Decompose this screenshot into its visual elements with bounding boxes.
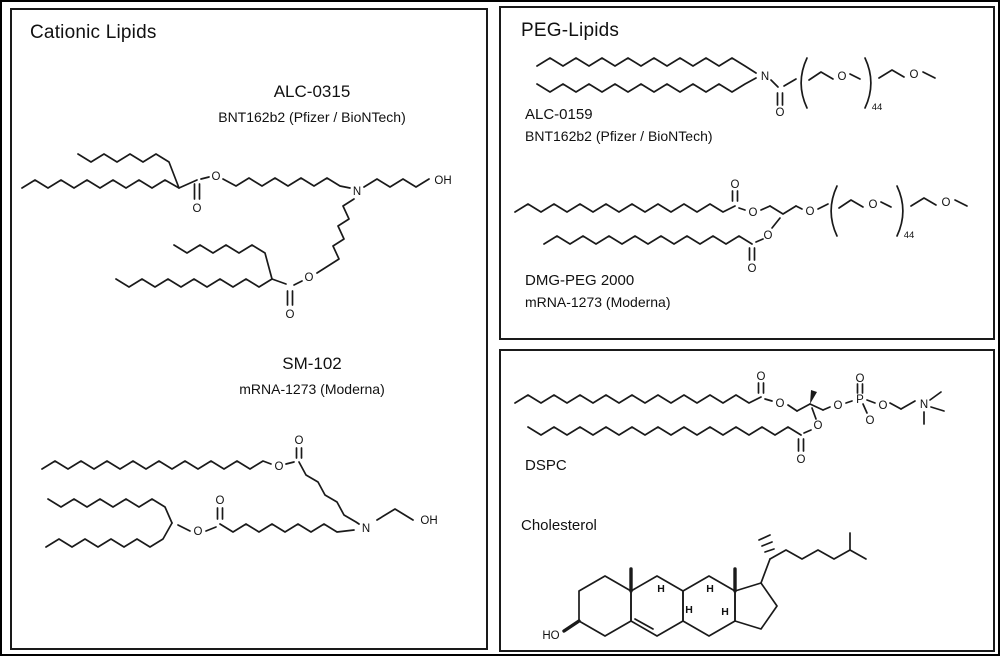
atom-o: O	[764, 230, 773, 242]
bonds	[21, 153, 430, 306]
atom-o: O	[797, 454, 806, 466]
atom-labels: HO H H H H	[542, 583, 728, 642]
atom-o: O	[856, 373, 865, 385]
atom-labels: N O O 44 O	[761, 69, 919, 119]
atom-o: O	[305, 272, 314, 284]
bonds	[562, 532, 867, 637]
steroid-ring-d	[734, 582, 778, 630]
bonds	[536, 57, 936, 109]
peg-repeat-count: 44	[872, 102, 883, 113]
atom-h: H	[657, 583, 665, 595]
alc-0315-subtitle: BNT162b2 (Pfizer / BioNTech)	[218, 109, 406, 125]
cholesterol-label: Cholesterol	[521, 517, 597, 534]
atom-h: H	[721, 606, 729, 618]
atom-o: O	[748, 263, 757, 275]
atom-o: O	[806, 206, 815, 218]
sm-102-header: SM-102 mRNA-1273 (Moderna)	[142, 354, 482, 397]
bonds	[514, 382, 945, 452]
atom-o: O	[838, 71, 847, 83]
panel-structural-lipids: O O O O O P O O O N DSPC Cholesterol	[499, 349, 995, 652]
atom-o: O	[869, 199, 878, 211]
alc-0315-header: ALC-0315 BNT162b2 (Pfizer / BioNTech)	[142, 82, 482, 125]
atom-h: H	[706, 583, 714, 595]
dspc-structure: O O O O O P O O O N	[514, 371, 945, 466]
atom-labels: O O O O O P O O O N	[757, 371, 929, 466]
steroid-ring-a	[578, 575, 632, 637]
atom-o: O	[295, 435, 304, 447]
atom-o: O	[212, 171, 221, 183]
dmg-peg-2000-structure: O O O O 44 O O O	[514, 179, 968, 275]
atom-labels: O O O O 44 O O O	[731, 179, 951, 275]
alc-0159-name: ALC-0159	[525, 106, 593, 123]
atom-o: O	[866, 415, 875, 427]
atom-labels: O O N OH O O	[194, 435, 438, 538]
atom-o: O	[749, 207, 758, 219]
peg-bracket-close	[864, 57, 872, 109]
atom-n: N	[353, 186, 361, 198]
atom-ho: HO	[542, 630, 559, 642]
dmg-peg-2000-subtitle: mRNA-1273 (Moderna)	[525, 293, 671, 310]
atom-labels: O O N OH O O	[193, 171, 452, 321]
alc-0159-label: ALC-0159 BNT162b2 (Pfizer / BioNTech)	[525, 104, 713, 146]
atom-o: O	[776, 107, 785, 119]
cholesterol-structure: HO H H H H	[542, 532, 867, 642]
atom-o: O	[194, 526, 203, 538]
panel-peg-lipids: PEG-Lipids N O O 44 O	[499, 6, 995, 340]
atom-n: N	[761, 71, 769, 83]
atom-n: N	[920, 399, 928, 411]
peg-bracket-open	[800, 57, 808, 109]
alc-0315-name: ALC-0315	[273, 82, 351, 101]
bonds	[514, 185, 968, 261]
atom-oh: OH	[420, 515, 437, 527]
atom-oh: OH	[434, 175, 451, 187]
sm-102-structure: O O N OH O O	[41, 435, 438, 548]
panel-cationic-lipids: Cationic Lipids ALC-0315 BNT162b2 (Pfize…	[10, 8, 488, 650]
atom-h: H	[685, 604, 693, 616]
peg-repeat-count: 44	[904, 230, 915, 241]
atom-p: P	[856, 394, 864, 406]
atom-o: O	[834, 400, 843, 412]
sm-102-name: SM-102	[282, 354, 342, 373]
alc-0159-structure: N O O 44 O	[536, 57, 936, 119]
alc-0315-structure: O O N OH O O	[21, 153, 452, 321]
dmg-peg-2000-label: DMG-PEG 2000 mRNA-1273 (Moderna)	[525, 270, 671, 312]
atom-o: O	[216, 495, 225, 507]
cationic-panel-title: Cationic Lipids	[30, 22, 157, 43]
dspc-label: DSPC	[525, 457, 567, 474]
dashed-methyl	[758, 534, 775, 553]
peg-panel-title: PEG-Lipids	[521, 20, 620, 41]
sm-102-subtitle: mRNA-1273 (Moderna)	[239, 381, 385, 397]
dmg-peg-2000-name: DMG-PEG 2000	[525, 272, 635, 289]
atom-o: O	[814, 420, 823, 432]
peg-bracket-open	[830, 185, 838, 237]
bonds	[41, 447, 414, 548]
atom-o: O	[731, 179, 740, 191]
atom-o: O	[193, 203, 202, 215]
atom-n: N	[362, 523, 370, 535]
alc-0159-subtitle: BNT162b2 (Pfizer / BioNTech)	[525, 127, 713, 144]
atom-o: O	[286, 309, 295, 321]
stereo-wedge	[810, 390, 817, 404]
atom-o: O	[942, 197, 951, 209]
atom-o: O	[275, 461, 284, 473]
atom-o: O	[776, 398, 785, 410]
atom-o: O	[879, 400, 888, 412]
atom-o: O	[910, 69, 919, 81]
peg-bracket-close	[896, 185, 904, 237]
atom-o: O	[757, 371, 766, 383]
